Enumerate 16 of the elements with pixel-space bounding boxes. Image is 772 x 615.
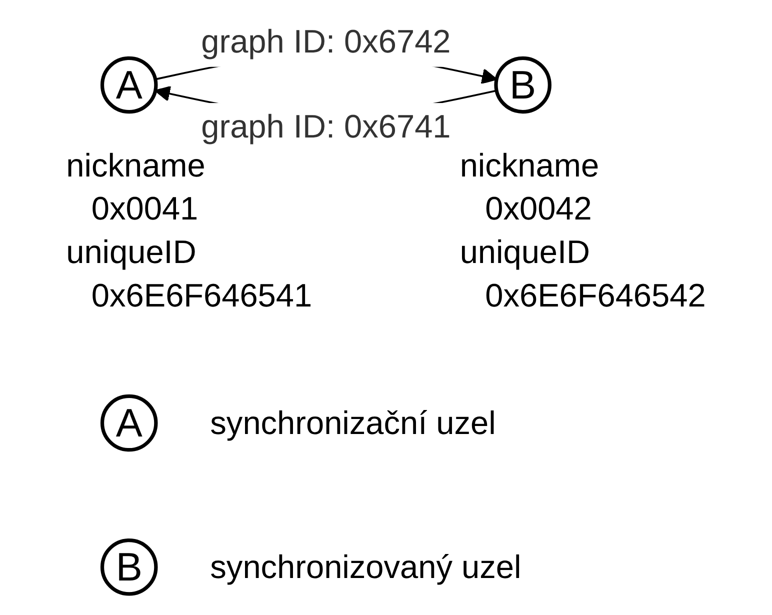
node-circle: A	[100, 56, 158, 114]
node-circle: B	[100, 538, 158, 596]
node-caption: nickname	[460, 147, 600, 184]
node-caption: 0x6E6F646542	[485, 277, 706, 314]
node-circle: A	[100, 394, 158, 452]
node-circle: B	[494, 56, 552, 114]
node-caption: uniqueID	[460, 234, 590, 270]
node-caption: 0x0041	[91, 190, 198, 227]
node-caption: synchronizační uzel	[210, 404, 496, 441]
node-caption: nickname	[66, 147, 206, 184]
edge-label: graph ID: 0x6742	[201, 24, 451, 60]
node-caption: synchronizovaný uzel	[210, 548, 522, 585]
node-caption: uniqueID	[66, 234, 196, 270]
node-caption: 0x6E6F646541	[91, 277, 312, 314]
node-caption: 0x0042	[485, 190, 592, 227]
edge-label: graph ID: 0x6741	[201, 108, 451, 145]
